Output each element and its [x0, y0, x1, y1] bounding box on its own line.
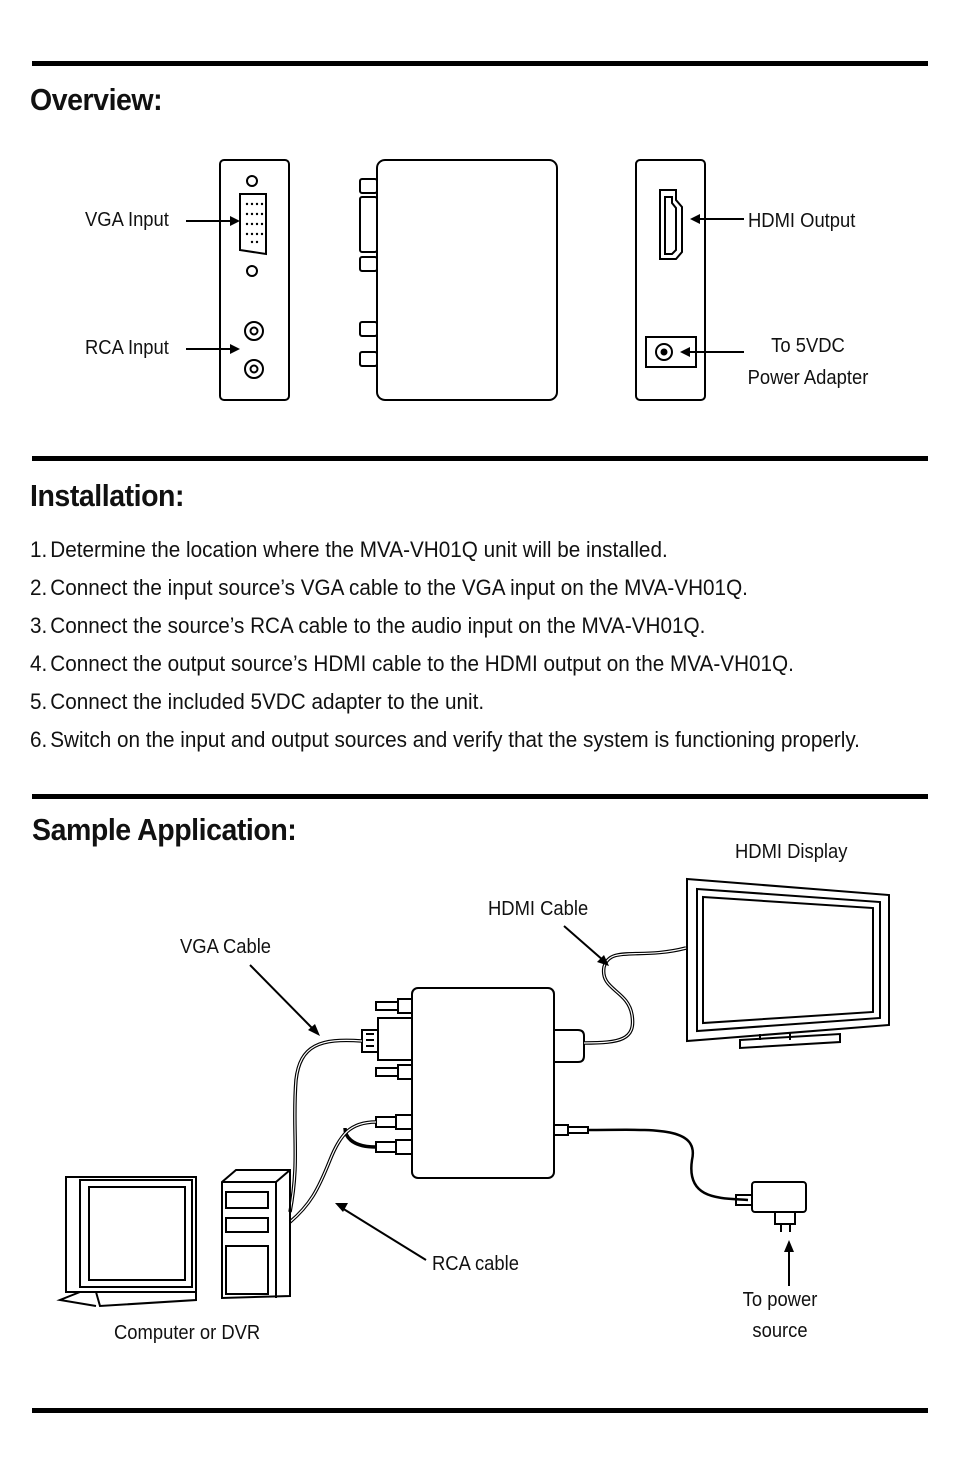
hdmi-output-label: HDMI Output	[748, 210, 856, 232]
overview-diagram	[186, 159, 744, 401]
vga-port-icon	[239, 193, 267, 256]
vga-cable-label: VGA Cable	[180, 936, 272, 958]
step-item: 4.Connect the output source’s HDMI cable…	[30, 651, 794, 676]
rca-input-label: RCA Input	[85, 337, 169, 359]
power-source-label-line2: source	[752, 1320, 808, 1342]
installation-divider	[32, 456, 928, 461]
overview-divider	[32, 61, 928, 66]
output-panel	[635, 159, 706, 401]
step-item: 5.Connect the included 5VDC adapter to t…	[30, 689, 485, 714]
rca-cable-label: RCA cable	[432, 1253, 519, 1275]
computer-tower-icon	[221, 1169, 291, 1300]
hdmi-display-label: HDMI Display	[735, 841, 848, 863]
power-source-label-line1: To power	[742, 1289, 818, 1311]
hdmi-cable-label: HDMI Cable	[488, 898, 589, 920]
power-adapter-label-line1: To 5VDC	[771, 335, 845, 357]
power-adapter-icon	[735, 1181, 807, 1232]
computer-label: Computer or DVR	[114, 1322, 261, 1344]
vga-input-label: VGA Input	[85, 209, 169, 231]
step-item: 3.Connect the source’s RCA cable to the …	[30, 613, 706, 638]
sample-divider	[32, 794, 928, 799]
step-item: 1.Determine the location where the MVA-V…	[30, 537, 668, 562]
power-adapter-label-line2: Power Adapter	[747, 367, 869, 389]
computer-monitor-icon	[56, 1176, 197, 1308]
bottom-divider	[32, 1408, 928, 1413]
converter-unit-sample	[411, 987, 555, 1179]
step-item: 2.Connect the input source’s VGA cable t…	[30, 575, 748, 600]
rca-port-icon	[244, 321, 264, 341]
installation-heading: Installation:	[30, 478, 185, 513]
installation-steps: 1.Determine the location where the MVA-V…	[30, 535, 932, 763]
input-panel	[219, 159, 290, 401]
converter-unit	[376, 159, 558, 401]
overview-heading: Overview:	[30, 82, 163, 117]
hdmi-display-icon	[686, 877, 890, 1050]
hdmi-port-icon	[659, 189, 683, 260]
step-item: 6.Switch on the input and output sources…	[30, 727, 860, 752]
sample-application-heading: Sample Application:	[32, 812, 297, 847]
